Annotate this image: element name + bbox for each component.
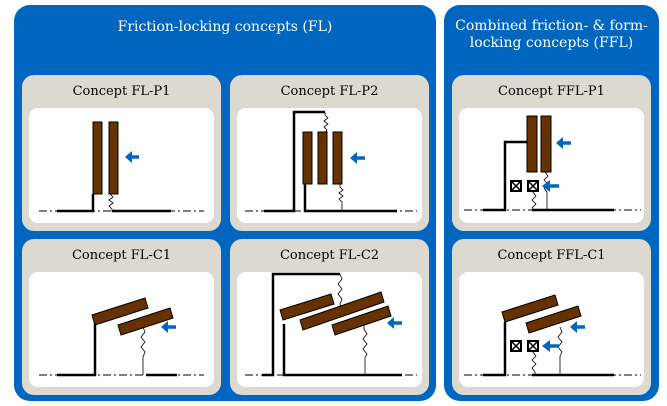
concept-card-fl-p1: Concept FL-P1	[22, 75, 221, 231]
friction-plate	[526, 115, 538, 173]
spring-icon	[323, 112, 329, 134]
ffl-c1-diagram	[464, 294, 641, 377]
friction-locking-panel: Friction-locking concepts (FL) Concept F…	[14, 5, 436, 401]
friction-plate	[91, 297, 149, 326]
fl-p1-diagram	[39, 121, 204, 213]
concept-diagram	[237, 108, 422, 223]
concept-diagram	[29, 108, 214, 223]
friction-plate	[92, 121, 103, 195]
force-arrow-icon	[542, 340, 559, 352]
friction-plate	[331, 305, 392, 336]
combined-locking-panel: Combined friction- & form- locking conce…	[444, 5, 659, 401]
form-locking-element-icon	[527, 340, 539, 352]
inner-carrier	[282, 324, 402, 377]
combined-locking-title-line2: locking concepts (FFL)	[469, 35, 634, 51]
spring-icon	[362, 319, 368, 375]
concept-card-ffl-p1: Concept FFL-P1	[452, 75, 651, 231]
concept-diagram	[29, 272, 214, 387]
concept-card-fl-p2: Concept FL-P2	[230, 75, 429, 231]
outer-carrier	[483, 140, 527, 212]
friction-plate	[317, 131, 328, 185]
spring-icon	[531, 351, 537, 375]
spring-icon	[108, 193, 114, 211]
inner-carrier	[303, 184, 397, 213]
concept-title: Concept FL-C2	[279, 248, 380, 263]
spring-icon	[557, 326, 563, 375]
concept-title: Concept FL-P1	[72, 84, 171, 99]
force-arrow-icon	[350, 152, 365, 164]
concept-title: Concept FFL-C1	[497, 248, 606, 263]
hub-carrier	[57, 322, 97, 377]
outer-carrier	[483, 322, 507, 377]
friction-plate	[279, 293, 335, 321]
friction-locking-title: Friction-locking concepts (FL)	[117, 19, 333, 35]
fl-p2-diagram	[245, 110, 417, 213]
hub-carrier	[57, 194, 95, 213]
concept-diagram	[237, 272, 422, 387]
spring-icon	[338, 184, 344, 211]
friction-plate	[302, 131, 313, 185]
form-locking-element-icon	[510, 180, 522, 192]
outer-carrier	[264, 110, 325, 213]
force-arrow-icon	[570, 321, 585, 333]
concept-diagram	[459, 272, 644, 387]
force-arrow-icon	[556, 137, 571, 149]
spring-icon	[543, 171, 549, 210]
form-locking-element-icon	[510, 340, 522, 352]
spring-icon	[337, 273, 343, 309]
concept-title: Concept FL-P2	[280, 84, 379, 99]
spring-icon	[531, 191, 537, 211]
form-locking-element-icon	[527, 180, 539, 192]
concept-title: Concept FFL-P1	[498, 84, 605, 99]
friction-plate	[332, 131, 343, 185]
friction-plate	[501, 294, 559, 323]
friction-plate	[299, 291, 385, 331]
fl-c2-diagram	[245, 272, 417, 377]
concept-card-fl-c2: Concept FL-C2	[230, 239, 429, 395]
concept-card-ffl-c1: Concept FFL-C1	[452, 239, 651, 395]
force-arrow-icon	[161, 321, 176, 333]
concept-title: Concept FL-C1	[71, 248, 172, 263]
ffl-p1-diagram	[464, 115, 641, 212]
concept-diagram	[459, 108, 644, 223]
friction-plate	[117, 307, 174, 336]
combined-locking-title-line1: Combined friction- & form-	[455, 18, 648, 34]
force-arrow-icon	[125, 151, 139, 163]
force-arrow-icon	[542, 180, 559, 192]
friction-plate	[108, 121, 119, 195]
spring-icon	[140, 326, 146, 375]
friction-plate	[525, 305, 582, 334]
force-arrow-icon	[387, 317, 402, 329]
fl-c1-diagram	[39, 297, 204, 377]
outer-carrier	[262, 272, 340, 377]
combined-locking-title: Combined friction- & form- locking conce…	[444, 18, 659, 52]
friction-plate	[540, 115, 552, 173]
concept-card-fl-c1: Concept FL-C1	[22, 239, 221, 395]
